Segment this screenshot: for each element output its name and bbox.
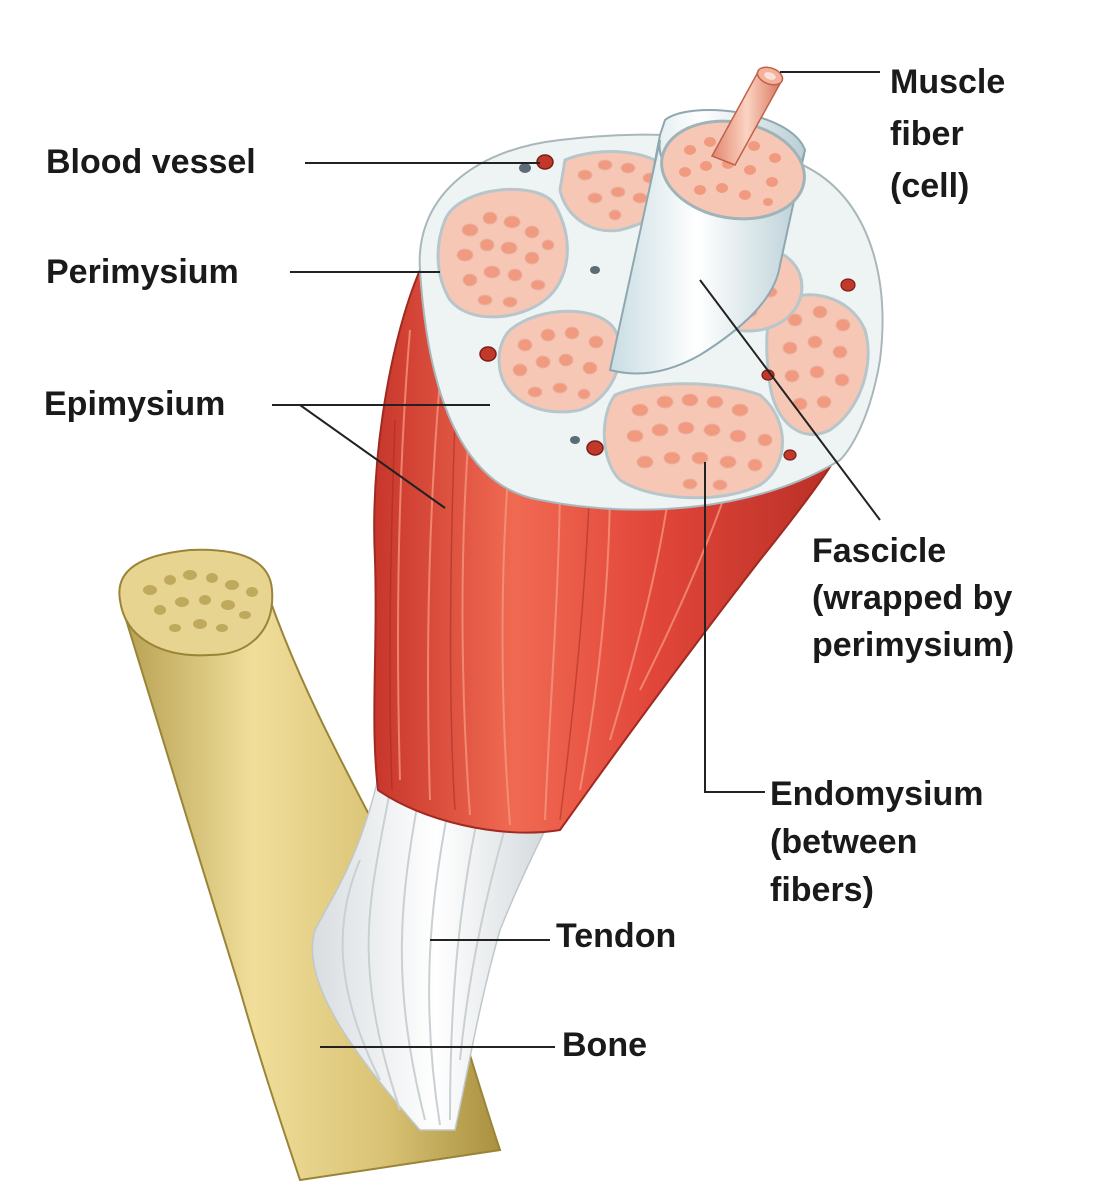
- bone-cross-section: [118, 548, 274, 657]
- label-muscle-fiber-line1: Muscle: [890, 63, 1006, 101]
- label-bone-text: Bone: [562, 1026, 647, 1064]
- tendon: [311, 769, 562, 1131]
- label-muscle-fiber-line3: (cell): [890, 167, 970, 205]
- bone-pores: [143, 570, 258, 632]
- label-endomysium-line1: Endomysium: [770, 775, 984, 813]
- label-muscle-fiber-line2: fiber: [890, 115, 964, 153]
- label-epimysium-text: Epimysium: [44, 385, 226, 423]
- label-tendon-text: Tendon: [556, 917, 677, 955]
- extracted-fascicle: [608, 109, 807, 375]
- label-bone: Bone: [562, 1025, 647, 1065]
- muscle-striations: [397, 329, 731, 826]
- label-fascicle-line1: Fascicle: [812, 532, 947, 570]
- fiber-dots: [456, 159, 851, 491]
- muscle-fiber-tube: [710, 66, 784, 166]
- label-endomysium-line2: (between: [770, 823, 918, 861]
- leader-fascicle: [699, 279, 881, 521]
- label-blood-vessel: Blood vessel: [46, 142, 256, 182]
- leader-lines: [272, 71, 881, 1048]
- leader-endomysium: [704, 462, 765, 793]
- label-perimysium: Perimysium: [46, 252, 239, 292]
- label-blood-vessel-text: Blood vessel: [46, 143, 256, 181]
- label-endomysium: Endomysium (between fibers): [770, 770, 983, 914]
- label-epimysium: Epimysium: [44, 384, 225, 424]
- label-tendon: Tendon: [556, 916, 676, 956]
- label-perimysium-text: Perimysium: [46, 253, 239, 291]
- label-fascicle-line2: (wrapped by: [812, 579, 1013, 617]
- tendon-striations: [341, 789, 511, 1126]
- label-fascicle-line3: perimysium): [812, 626, 1015, 664]
- label-muscle-fiber: Muscle fiber (cell): [890, 56, 1005, 212]
- label-fascicle: Fascicle (wrapped by perimysium): [812, 528, 1014, 669]
- label-endomysium-line3: fibers): [770, 871, 874, 909]
